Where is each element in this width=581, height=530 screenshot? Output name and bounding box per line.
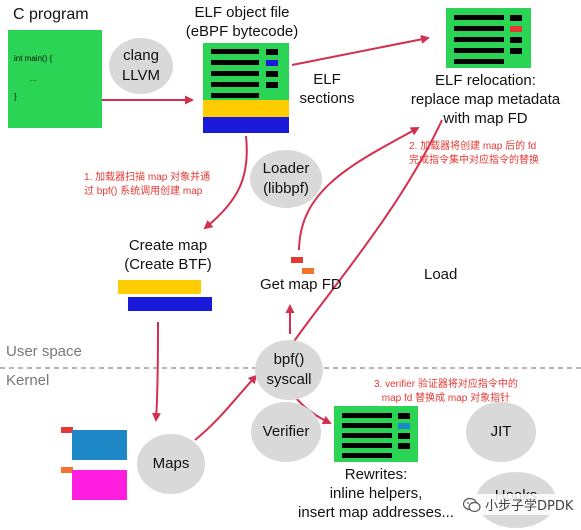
arrow-maps-to-syscall (194, 374, 258, 441)
rewrites-line1: Rewrites: (344, 466, 408, 483)
loader-line2: (libbpf) (263, 180, 309, 197)
maps-label: Maps (152, 455, 190, 472)
c-program-box: int main() { ... } (8, 30, 102, 128)
c-program-title: C program (13, 6, 89, 23)
elf-sections-line2: sections (299, 90, 355, 107)
arrow-create-map-to-maps (151, 321, 161, 422)
elf-object-line1: ELF object file (194, 4, 290, 21)
code-line-2: ... (30, 74, 37, 83)
note-2-line1: 2. 加载器将创建 map 后的 fd (409, 141, 537, 152)
load-label: Load (424, 266, 458, 283)
jit-bubble: JIT (466, 402, 536, 462)
elf-relocation-line2: replace map metadata (410, 91, 561, 108)
note-2: 2. 加载器将创建 map 后的 fd 完成指令集中对应指令的替换 (409, 140, 539, 168)
note-3: 3. verifier 验证器将对应指令中的 map fd 替换成 map 对象… (374, 378, 518, 406)
instruction-bar (211, 60, 259, 65)
instruction-bar (342, 413, 392, 418)
instruction-bar (342, 443, 392, 448)
verifier-label: Verifier (262, 423, 310, 440)
clang-llvm-bubble: clang LLVM (109, 38, 173, 94)
map-fd-marker (61, 427, 73, 433)
elf-relocation-label: ELF relocation: replace map metadata wit… (398, 71, 573, 128)
arrow-relocation (291, 34, 430, 66)
instruction-operand (266, 82, 278, 88)
instruction-bar (454, 37, 504, 42)
loader-bubble: Loader (libbpf) (250, 150, 322, 208)
created-btf-block (128, 297, 212, 311)
watermark-text: 小步子学DPDK (485, 499, 574, 514)
btf-fd-marker (61, 467, 73, 473)
instruction-bar (211, 49, 259, 54)
syscall-bubble: bpf() syscall (255, 340, 323, 400)
map-fd-marker (510, 26, 522, 32)
get-map-fd-label: Get map FD (260, 276, 342, 293)
maps-bubble: Maps (137, 434, 205, 494)
map-pointer-marker (398, 423, 410, 429)
instruction-bar (454, 48, 504, 53)
create-map-line2: (Create BTF) (124, 256, 212, 273)
btf-fd-marker (302, 268, 314, 274)
instruction-bar (454, 59, 504, 64)
code-line-1: int main() { (14, 54, 53, 63)
syscall-line2: syscall (266, 371, 312, 388)
instruction-operand (398, 443, 410, 449)
elf-object-line2: (eBPF bytecode) (185, 23, 299, 40)
instruction-bar (211, 82, 259, 87)
kernel-map-object (72, 430, 127, 460)
instruction-operand (398, 413, 410, 419)
instruction-bar (454, 15, 504, 20)
verifier-bubble: Verifier (251, 402, 321, 462)
elf-relocation-line1: ELF relocation: (435, 72, 536, 89)
syscall-line1: bpf() (273, 351, 305, 368)
note-3-line1: 3. verifier 验证器将对应指令中的 (374, 379, 518, 390)
rewrites-label: Rewrites: inline helpers, insert map add… (286, 465, 466, 522)
instruction-bar (342, 453, 392, 458)
instruction-bar (211, 93, 259, 98)
verified-program-box (334, 406, 418, 462)
kernel-btf-object (72, 470, 127, 500)
map-fd-marker (291, 257, 303, 263)
instruction-bar (342, 423, 392, 428)
create-map-label: Create map (Create BTF) (103, 236, 233, 274)
kernel-label: Kernel (6, 372, 50, 389)
rewrites-line2: inline helpers, (329, 485, 423, 502)
elf-map-section (203, 100, 289, 117)
jit-label: JIT (490, 423, 512, 440)
instruction-operand (398, 433, 410, 439)
map-reference-marker (266, 60, 278, 66)
elf-code-section (203, 43, 289, 100)
note-3-line2: map fd 替换成 map 对象指针 (381, 393, 511, 404)
rewrites-line3: insert map addresses... (298, 504, 454, 521)
note-1-line1: 1. 加载器扫描 map 对象并通 (84, 172, 211, 183)
loader-line1: Loader (262, 160, 310, 177)
llvm-label: LLVM (121, 67, 161, 84)
instruction-operand (266, 49, 278, 55)
elf-object-title: ELF object file (eBPF bytecode) (172, 3, 312, 41)
elf-relocation-line3: with map FD (443, 110, 528, 127)
arrow-loader-create-map (203, 135, 248, 230)
elf-sections-label: ELF sections (292, 70, 362, 108)
instruction-operand (510, 48, 522, 54)
watermark: 小步子学DPDK (460, 494, 577, 515)
instruction-bar (211, 71, 259, 76)
instruction-operand (266, 71, 278, 77)
user-space-label: User space (6, 343, 82, 360)
code-line-3: } (14, 92, 17, 101)
instruction-bar (454, 26, 504, 31)
elf-sections-line1: ELF (313, 71, 341, 88)
elf-btf-section (203, 117, 289, 133)
instruction-operand (510, 15, 522, 21)
create-map-line1: Create map (128, 237, 208, 254)
instruction-bar (342, 433, 392, 438)
wechat-logo-icon (463, 497, 481, 512)
arrow-get-fd-to-relocation (298, 127, 420, 251)
created-map-block (118, 280, 201, 294)
clang-label: clang (123, 47, 159, 64)
note-1: 1. 加载器扫描 map 对象并通 过 bpf() 系统调用创建 map (84, 171, 210, 199)
instruction-operand (510, 37, 522, 43)
note-2-line2: 完成指令集中对应指令的替换 (409, 155, 539, 166)
relocated-program-box (446, 8, 531, 68)
note-1-line2: 过 bpf() 系统调用创建 map (84, 186, 203, 197)
